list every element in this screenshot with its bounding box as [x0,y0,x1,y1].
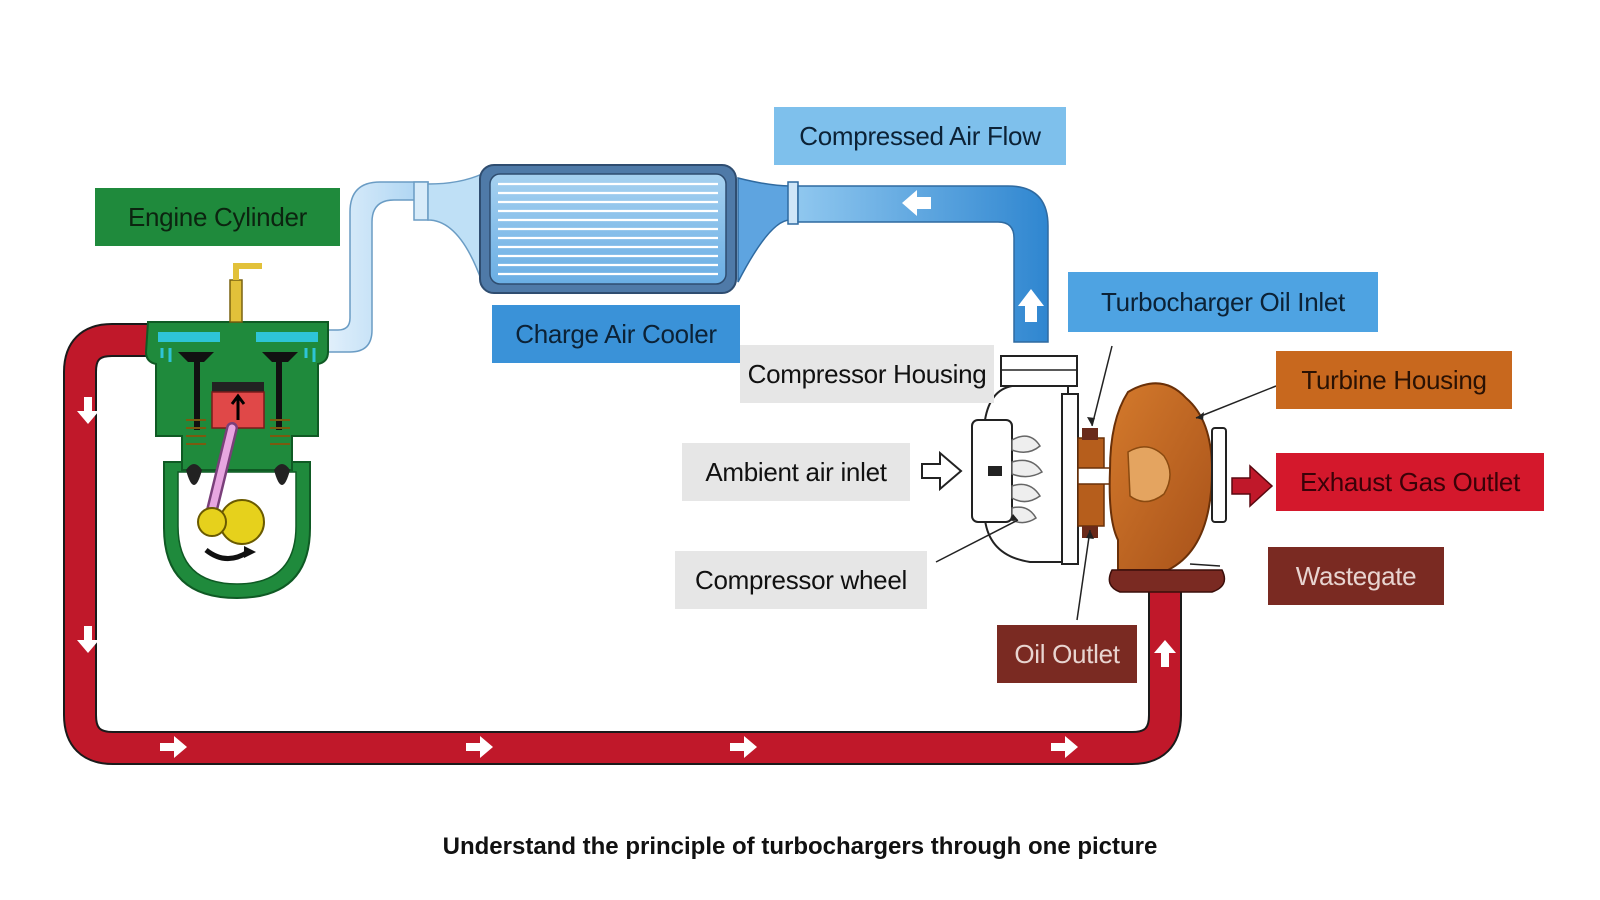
arrow-left-icon [902,190,931,216]
label-wastegate: Wastegate [1268,547,1444,605]
label-compressor-housing: Compressor Housing [740,345,994,403]
arrow-up-icon [1018,289,1044,322]
wastegate-plate [1108,569,1226,593]
label-charge-air-cooler: Charge Air Cooler [492,305,740,363]
label-compressed-air-flow: Compressed Air Flow [774,107,1066,165]
label-oil-outlet: Oil Outlet [997,625,1137,683]
label-ambient-air-inlet: Ambient air inlet [682,443,910,501]
exhaust-pipe [63,323,1182,765]
label-compressor-wheel: Compressor wheel [675,551,927,609]
compressor-wheel [1011,435,1044,524]
arrow-up-icon [1154,640,1176,667]
intake-manifold-pipe [325,172,483,353]
label-turbocharger-oil-inlet: Turbocharger Oil Inlet [1068,272,1378,332]
compressed-air-pipe [737,177,1049,343]
leader-arrowheads [1009,412,1204,539]
ambient-inlet-arrow-icon [921,450,963,492]
arrow-right-icon [1051,736,1078,758]
arrow-right-icon [160,736,187,758]
arrow-down-icon [77,397,99,424]
exhaust-flow-arrows [77,397,1176,758]
turbocharger [921,355,1274,593]
label-engine-cylinder: Engine Cylinder [95,188,340,246]
label-exhaust-gas-outlet: Exhaust Gas Outlet [1276,453,1544,511]
figure-caption: Understand the principle of turbocharger… [442,833,1158,860]
label-turbine-housing: Turbine Housing [1276,351,1512,409]
leader-lines [935,345,1277,621]
charge-air-cooler [479,164,742,294]
arrow-right-icon [466,736,493,758]
arrow-down-icon [77,626,99,653]
engine-cylinder [144,263,329,600]
exhaust-outlet-arrow-icon [1231,464,1274,508]
arrow-right-icon [730,736,757,758]
